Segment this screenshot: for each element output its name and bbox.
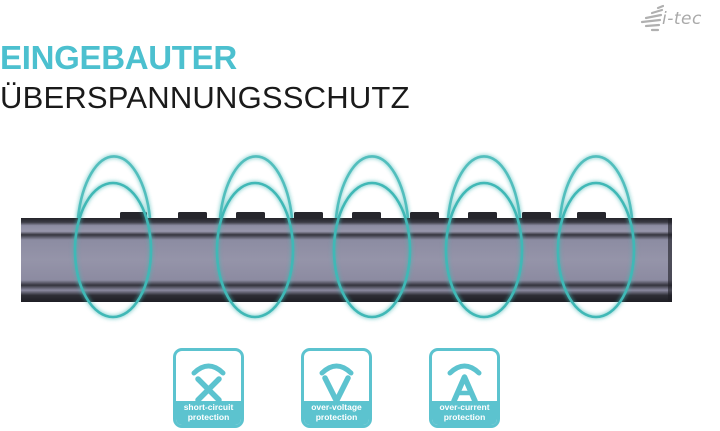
headline-title: EINGEBAUTER xyxy=(0,39,237,76)
logo-text: i-tec xyxy=(662,9,702,29)
docking-station-illustration xyxy=(21,155,672,319)
badge-label: over-voltage protection xyxy=(304,401,369,425)
short-circuit-icon xyxy=(191,363,226,403)
over-current-icon xyxy=(447,363,482,404)
badge-label: short-circuit protection xyxy=(176,401,241,425)
badge-label: over-current protection xyxy=(432,401,497,425)
protection-rings-back xyxy=(76,155,634,219)
badge-short-circuit: short-circuit protection xyxy=(173,348,244,428)
headline-subtitle: ÜBERSPANNUNGSSCHUTZ xyxy=(0,80,410,115)
protection-rings-front xyxy=(73,181,636,319)
over-voltage-icon xyxy=(319,363,354,404)
badge-over-current: over-current protection xyxy=(429,348,500,428)
speed-lines-icon xyxy=(640,4,664,32)
i-tec-logo: i-tec xyxy=(636,2,720,36)
docking-bar xyxy=(21,218,672,302)
badge-over-voltage: over-voltage protection xyxy=(301,348,372,428)
